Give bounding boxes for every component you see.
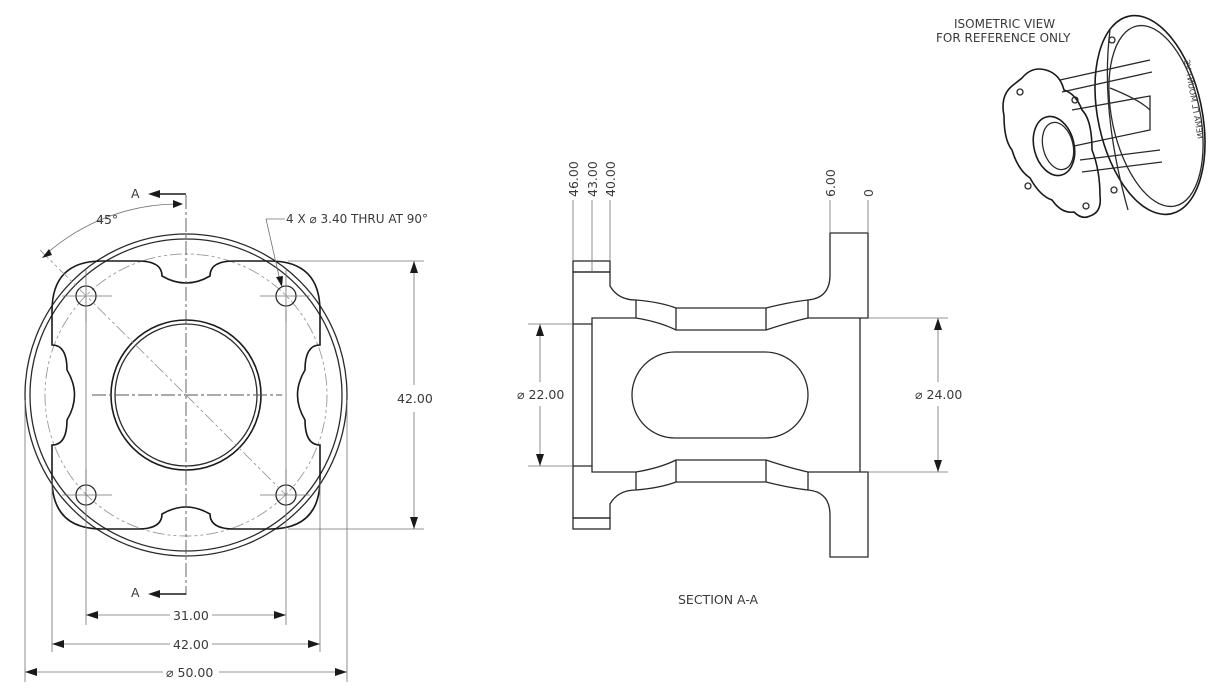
dim-bolt-spacing: 31.00	[173, 608, 209, 623]
body-bottom-inner	[635, 459, 809, 473]
section-left-flange-top	[572, 271, 637, 325]
iso-rear-hole-1	[1108, 36, 1116, 44]
section-left-flange-bottom	[572, 465, 637, 519]
outer-circle	[24, 233, 348, 557]
iso-hole-3	[1024, 182, 1032, 190]
left-dim-arrow-down	[536, 454, 544, 466]
front-view: A A 45° 4 X ⌀ 3.40 THRU AT 90° 42.00	[24, 186, 433, 682]
dim-arrow-42-left	[52, 640, 64, 648]
ordinate-43: 43.00	[585, 161, 600, 197]
diagonal-centerline	[185, 394, 287, 496]
dim-flange-width: 42.00	[173, 637, 209, 652]
ordinate-40: 40.00	[603, 161, 618, 197]
horizontal-ext-lines	[24, 310, 348, 682]
section-marker-top: A	[131, 186, 140, 201]
iso-rear-flange	[1094, 14, 1206, 216]
angle-label: 45°	[96, 212, 118, 227]
ordinate-6: 6.00	[823, 169, 838, 197]
angle-reference-line	[39, 249, 187, 396]
ordinate-0: 0	[861, 189, 876, 197]
iso-front-flange	[1002, 68, 1102, 219]
dim-arrow-42-right	[308, 640, 320, 648]
section-view: 46.00 43.00 40.00 6.00 0 ⌀ 22.00 ⌀ 24.00…	[517, 161, 962, 607]
section-title: SECTION A-A	[678, 592, 759, 607]
dim-arrow-31-left	[86, 611, 98, 619]
callout-arrow	[276, 276, 283, 287]
iso-body	[1059, 59, 1163, 173]
iso-engraving: ƧV TИUOM ⅃⅂ AMƎИ	[1182, 59, 1205, 140]
dim-vertical-42: 42.00	[397, 391, 433, 406]
iso-note-line1: ISOMETRIC VIEW	[954, 17, 1055, 31]
section-right-flange-bottom	[807, 471, 869, 558]
dim-right-bore: ⌀ 24.00	[915, 387, 962, 402]
left-rim-bottom	[572, 517, 611, 530]
right-dim-arrow-down	[934, 460, 942, 472]
iso-rear-flange-edge	[1106, 29, 1129, 211]
left-dim-arrow-up	[536, 324, 544, 336]
dim-outer-diameter: ⌀ 50.00	[166, 665, 213, 680]
iso-front-bore-inner	[1041, 121, 1075, 171]
iso-rear-flange-inner	[1108, 24, 1204, 208]
window-slot	[631, 351, 809, 439]
section-arrow-bottom	[148, 590, 160, 598]
angle-arrow-left	[42, 249, 52, 258]
dim-arrow-down	[410, 517, 418, 529]
dim-left-bore: ⌀ 22.00	[517, 387, 564, 402]
section-right-flange-top	[807, 232, 869, 319]
hole-callout: 4 X ⌀ 3.40 THRU AT 90°	[286, 212, 428, 226]
dim-arrow-31-right	[274, 611, 286, 619]
ordinate-lines	[572, 200, 869, 272]
body-bottom-outer	[635, 481, 809, 491]
section-arrow-top	[148, 190, 160, 198]
left-rim-top	[572, 260, 611, 273]
section-marker-bottom: A	[131, 585, 140, 600]
dim-arrow-50-left	[25, 668, 37, 676]
body-top-outer	[635, 299, 809, 309]
iso-front-bore	[1032, 115, 1076, 177]
angle-arc	[43, 203, 181, 257]
iso-note-line2: FOR REFERENCE ONLY	[936, 31, 1071, 45]
iso-hole-2	[1071, 96, 1079, 104]
callout-leader	[265, 218, 282, 286]
ordinate-46: 46.00	[566, 161, 581, 197]
iso-hole-1	[1016, 88, 1024, 96]
dim-arrow-up	[410, 261, 418, 273]
flange-outline	[51, 260, 321, 530]
angle-arrow-right	[173, 200, 183, 208]
body-top-inner	[635, 317, 809, 331]
dim-arrow-50-right	[335, 668, 347, 676]
right-dim-arrow-up	[934, 318, 942, 330]
iso-hole-4	[1082, 202, 1090, 210]
iso-rear-hole-2	[1110, 186, 1118, 194]
isometric-view: ISOMETRIC VIEW FOR REFERENCE ONLY ƧV TИU…	[936, 14, 1206, 219]
